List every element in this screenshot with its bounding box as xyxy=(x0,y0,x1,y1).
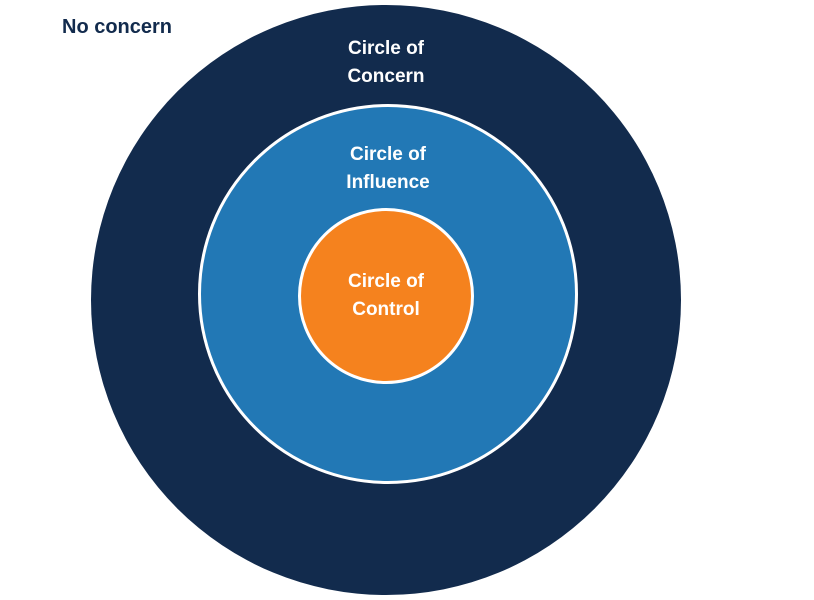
circle-of-control: Circle of Control xyxy=(298,208,474,384)
circle-of-concern: Circle of Concern Circle of Influence Ci… xyxy=(91,5,681,595)
circle-of-concern-label: Circle of Concern xyxy=(347,38,425,87)
no-concern-label: No concern xyxy=(62,16,173,38)
circle-of-influence-label: Circle of Influence xyxy=(346,144,430,193)
circle-of-control-label: Circle of Control xyxy=(347,271,425,320)
circle-of-influence: Circle of Influence Circle of Control xyxy=(198,104,578,484)
